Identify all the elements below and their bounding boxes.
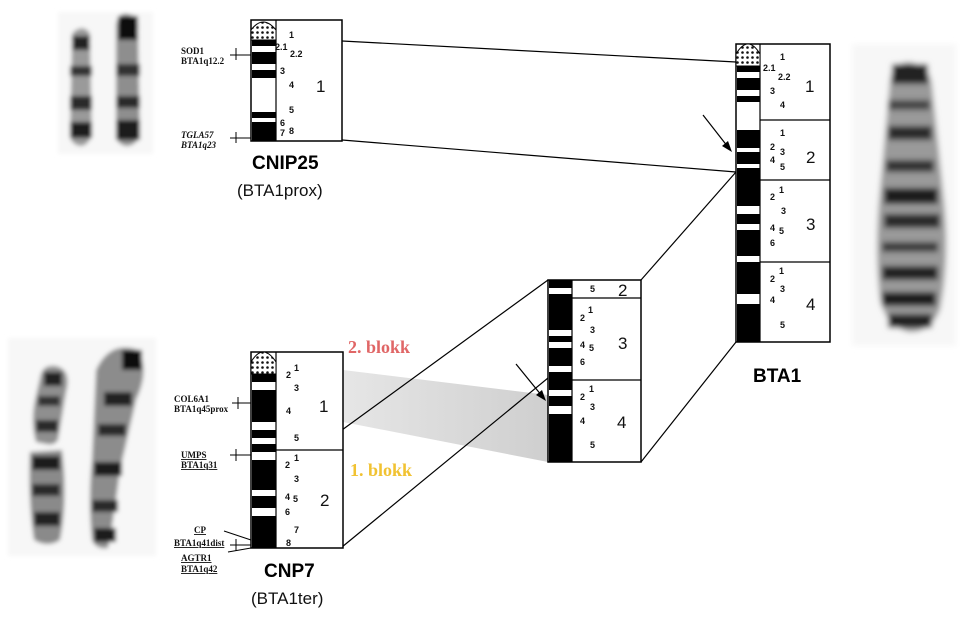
band-label: 4 bbox=[289, 80, 294, 90]
band-label: 1 bbox=[294, 453, 299, 463]
band-label: 2.2 bbox=[290, 49, 303, 59]
band-label: 4 bbox=[780, 100, 785, 110]
marker-locus-label: BTA1q42 bbox=[181, 564, 218, 574]
band-label: 1 bbox=[779, 266, 784, 276]
band-label: 2 bbox=[770, 274, 775, 284]
region-label: 1 bbox=[316, 77, 325, 96]
block-1-label: 1. blokk bbox=[350, 460, 412, 480]
band-label: 4 bbox=[580, 416, 585, 426]
band-label: 1 bbox=[589, 384, 594, 394]
band-label: 6 bbox=[280, 118, 285, 128]
metaphase-photo-bta1 bbox=[852, 44, 956, 346]
marker-locus-label: BTA1q31 bbox=[181, 460, 218, 470]
chromosome-cnp7: 2 1 3 4 5 1 2 1 3 4 5 6 7 8 2 COL6A1 BTA… bbox=[174, 352, 343, 608]
marker-gene-label: COL6A1 bbox=[174, 394, 210, 404]
band-label: 5 bbox=[589, 343, 594, 353]
region-label: 2 bbox=[618, 281, 627, 300]
band-label: 7 bbox=[280, 128, 285, 138]
band-label: 1 bbox=[588, 305, 593, 315]
marker-locus-label: BTA1q41dist bbox=[174, 538, 224, 548]
band-label: 6 bbox=[770, 238, 775, 248]
band-label: 1 bbox=[294, 363, 299, 373]
marker-gene-label: AGTR1 bbox=[181, 553, 212, 563]
band-label: 5 bbox=[289, 105, 294, 115]
band-label: 3 bbox=[590, 325, 595, 335]
region-label: 2 bbox=[806, 148, 815, 167]
band-label: 4 bbox=[770, 223, 775, 233]
band-label: 4 bbox=[770, 155, 775, 165]
band-label: 2 bbox=[286, 370, 291, 380]
band-label: 6 bbox=[285, 507, 290, 517]
marker-gene-label: UMPS bbox=[181, 450, 207, 460]
band-label: 3 bbox=[590, 402, 595, 412]
band-label: 5 bbox=[294, 433, 299, 443]
band-label: 3 bbox=[781, 206, 786, 216]
region-label: 1 bbox=[319, 397, 328, 416]
region-label: 4 bbox=[617, 413, 626, 432]
band-label: 4 bbox=[770, 295, 775, 305]
band-label: 3 bbox=[780, 147, 785, 157]
band-label: 2 bbox=[770, 142, 775, 152]
region-label: 4 bbox=[806, 295, 815, 314]
band-label: 1 bbox=[289, 30, 294, 40]
metaphase-photo-cnip25 bbox=[58, 12, 153, 154]
band-label: 5 bbox=[780, 320, 785, 330]
chromosome-name: CNIP25 bbox=[252, 153, 319, 174]
band-label: 4 bbox=[286, 406, 291, 416]
block-2-label: 2. blokk bbox=[348, 337, 410, 357]
band-label: 1 bbox=[780, 128, 785, 138]
band-label: 5 bbox=[590, 440, 595, 450]
marker-locus-label: BTA1q45prox bbox=[174, 404, 229, 414]
band-label: 2 bbox=[580, 313, 585, 323]
region-label: 3 bbox=[806, 215, 815, 234]
band-label: 8 bbox=[286, 538, 291, 548]
marker-gene-label: SOD1 bbox=[181, 46, 205, 56]
band-label: 4 bbox=[580, 340, 585, 350]
arrow-icon bbox=[722, 141, 732, 152]
band-label: 1 bbox=[779, 185, 784, 195]
band-label: 2 bbox=[285, 460, 290, 470]
band-label: 5 bbox=[780, 162, 785, 172]
band-label: 7 bbox=[294, 525, 299, 535]
band-label: 5 bbox=[590, 284, 595, 294]
band-label: 3 bbox=[294, 383, 299, 393]
region-label: 2 bbox=[320, 491, 329, 510]
band-label: 3 bbox=[280, 66, 285, 76]
marker-locus-label: BTA1q12.2 bbox=[181, 56, 225, 66]
chromosome-bta1: 1 2.1 2.2 3 4 1 1 2 3 4 5 2 2 1 3 4 5 6 … bbox=[703, 44, 830, 387]
band-label: 2 bbox=[770, 192, 775, 202]
homology-shade bbox=[343, 370, 548, 462]
band-label: 8 bbox=[289, 126, 294, 136]
band-label: 2.1 bbox=[275, 42, 288, 52]
marker-gene-label: TGLA57 bbox=[181, 130, 214, 140]
region-label: 1 bbox=[805, 77, 814, 96]
band-label: 3 bbox=[780, 284, 785, 294]
chromosome-subtitle: (BTA1ter) bbox=[251, 589, 323, 608]
metaphase-photo-cnp7 bbox=[8, 338, 156, 556]
band-label: 2.2 bbox=[778, 72, 791, 82]
chromosome-name: CNP7 bbox=[264, 561, 315, 582]
band-label: 4 bbox=[285, 492, 290, 502]
band-label: 3 bbox=[294, 474, 299, 484]
band-label: 2 bbox=[580, 392, 585, 402]
chromosome-name: BTA1 bbox=[753, 366, 802, 387]
band-label: 2.1 bbox=[763, 63, 776, 73]
region-label: 3 bbox=[618, 334, 627, 353]
chromosome-cnip25: 1 2.1 2.2 3 4 5 6 7 8 1 SOD1 BTA1q12.2 T… bbox=[180, 20, 342, 200]
marker-locus-label: BTA1q23 bbox=[180, 140, 217, 150]
band-label: 6 bbox=[580, 357, 585, 367]
band-label: 3 bbox=[770, 86, 775, 96]
marker-gene-label: CP bbox=[194, 525, 206, 535]
band-label: 1 bbox=[780, 52, 785, 62]
chromosome-subtitle: (BTA1prox) bbox=[237, 181, 323, 200]
band-label: 5 bbox=[293, 494, 298, 504]
band-label: 5 bbox=[779, 226, 784, 236]
